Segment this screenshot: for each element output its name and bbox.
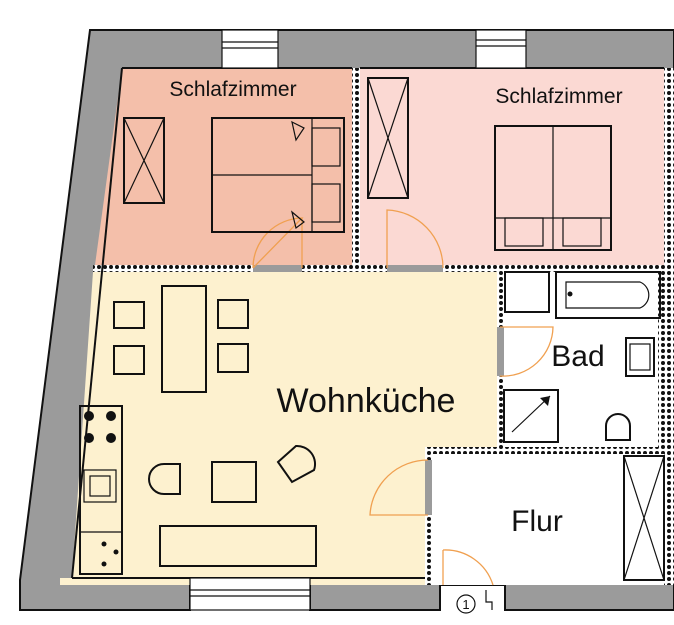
toilet (605, 413, 631, 441)
door-hallway (369, 459, 429, 516)
double-bed-left (211, 117, 345, 233)
armchairs (148, 444, 317, 503)
sideboard (159, 525, 317, 567)
room-label-hallway: Flur (511, 505, 563, 538)
kitchen-counter (79, 405, 123, 575)
bathroom-area (504, 272, 664, 447)
entrance-number: 1 (462, 597, 469, 612)
interior-walls (93, 68, 674, 585)
dining-table (161, 285, 207, 393)
dining-chairs (113, 299, 249, 375)
wardrobe-hallway (623, 455, 665, 581)
wardrobe-right (367, 77, 409, 199)
living-kitchen-area (60, 272, 497, 585)
bedroom-right-area (360, 68, 664, 265)
hallway-area (432, 454, 664, 585)
windows (189, 29, 527, 611)
sink (625, 337, 655, 377)
room-label-bathroom: Bad (551, 340, 604, 373)
entrance-marker: 1 (456, 590, 493, 614)
room-label-living-kitchen: Wohnküche (277, 382, 456, 420)
door-bedroom-right (386, 209, 444, 269)
double-bed-right (494, 125, 612, 251)
room-label-bedroom-left: Schlafzimmer (169, 78, 296, 101)
wardrobe-left (123, 117, 165, 204)
shower (503, 389, 559, 443)
door-entrance (442, 549, 494, 586)
washbasin-area (504, 271, 550, 313)
bathtub (555, 271, 661, 319)
room-label-bedroom-right: Schlafzimmer (495, 85, 622, 108)
door-bathroom (499, 326, 554, 377)
